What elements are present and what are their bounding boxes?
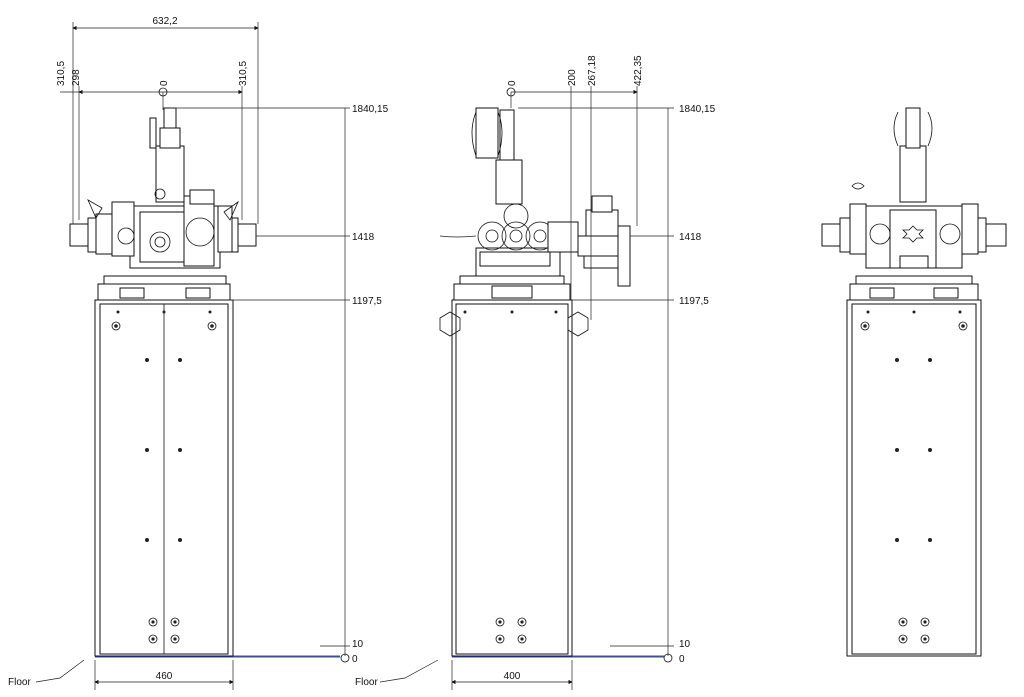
- dim-side-height-top: 1840,15: [679, 104, 716, 115]
- dim-height-top: 1840,15: [352, 104, 389, 115]
- dim-side-height-floor: 0: [679, 654, 685, 665]
- dim-side-height-flange: 1418: [679, 232, 702, 243]
- dim-height-frame: 1197,5: [352, 296, 382, 307]
- dim-height-flange: 1418: [352, 232, 375, 243]
- floor-label-front: Floor: [8, 677, 31, 688]
- dim-front-origin: 0: [159, 80, 170, 86]
- dim-side-height-frame: 1197,5: [679, 296, 709, 307]
- rear-column: [899, 145, 927, 203]
- front-column: [155, 145, 185, 203]
- side-column: [495, 159, 523, 205]
- dim-side-height-base: 10: [679, 639, 691, 650]
- dim-total-width: 632,2: [152, 16, 177, 27]
- floor-label-side: Floor: [355, 677, 378, 688]
- dim-left-outer: 310,5: [56, 61, 67, 86]
- rear-view: [821, 107, 1007, 657]
- front-view: [69, 107, 257, 657]
- dim-left-inner: 298: [71, 69, 82, 86]
- side-view: [439, 107, 631, 657]
- dim-side-origin: 0: [507, 80, 518, 86]
- front-dimensions: 632,2 310,5 298 0 310,5 1840,15 1418 119…: [8, 16, 389, 690]
- dim-height-base: 10: [352, 639, 364, 650]
- dim-base-width-front: 460: [156, 671, 173, 682]
- dim-base-width-side: 400: [504, 671, 521, 682]
- dim-offset-b: 267,18: [587, 55, 598, 86]
- dim-right-outer: 310,5: [238, 61, 249, 86]
- dim-offset-c: 422,35: [633, 55, 644, 86]
- dim-offset-a: 200: [567, 69, 578, 86]
- side-dimensions: 0 200 267,18 422,35 1840,15 1418 1197,5 …: [355, 55, 716, 690]
- dim-height-floor: 0: [352, 654, 358, 665]
